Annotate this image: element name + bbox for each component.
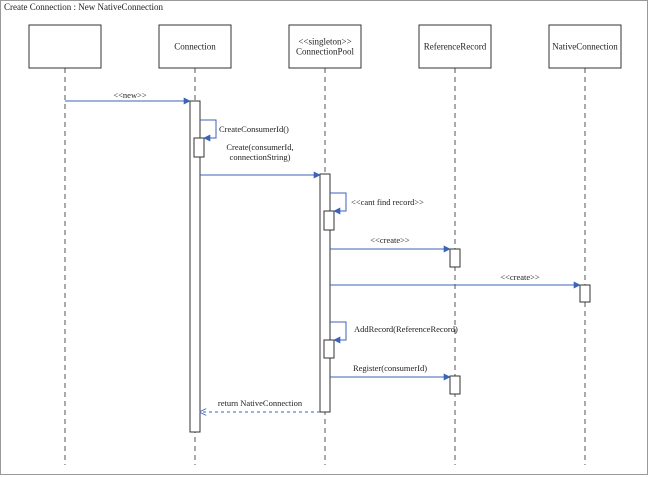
activation-pool-self-1: [323, 210, 335, 231]
participant-box-connection: [158, 24, 232, 69]
participant-label-pool: <<singleton>>: [298, 37, 351, 47]
participant-label-pool: ConnectionPool: [296, 47, 354, 57]
message-arrow-add-record: [330, 321, 347, 344]
participant-label-connection: Connection: [174, 42, 216, 52]
participant-box-native_connection: [548, 24, 622, 69]
diagram-title: Create Connection : New NativeConnection: [4, 2, 163, 12]
activation-reference-record-2: [449, 375, 461, 395]
message-label-cant-find-record: <<cant find record>>: [351, 197, 424, 207]
activation-pool-main: [319, 173, 331, 413]
participant-box-pool: [288, 24, 362, 69]
message-label-create-reference-record: <<create>>: [370, 235, 410, 245]
message-label-create: Create(consumerId,: [226, 142, 293, 152]
message-arrow-cant-find-record: [330, 192, 347, 215]
participant-box-caller: [28, 24, 102, 69]
message-label-create-native-connection: <<create>>: [500, 272, 540, 282]
activation-reference-record-1: [449, 248, 461, 268]
activation-pool-self-2: [323, 339, 335, 359]
message-label-register: Register(consumerId): [353, 363, 427, 373]
activation-connection-self: [193, 137, 205, 158]
message-label-new: <<new>>: [113, 90, 147, 100]
message-label-create-consumer-id: CreateConsumerId(): [219, 124, 289, 134]
message-label-add-record: AddRecord(ReferenceRecord): [354, 324, 458, 334]
participant-box-reference_record: [418, 24, 492, 69]
participant-label-reference_record: ReferenceRecord: [424, 42, 487, 52]
activation-connection-main: [189, 100, 201, 433]
participant-label-native_connection: NativeConnection: [552, 42, 618, 52]
message-label-create: connectionString): [230, 152, 291, 162]
activation-native-connection-1: [579, 284, 591, 303]
message-arrow-create-consumer-id: [200, 119, 217, 142]
message-label-return-native-connection: return NativeConnection: [218, 398, 303, 408]
